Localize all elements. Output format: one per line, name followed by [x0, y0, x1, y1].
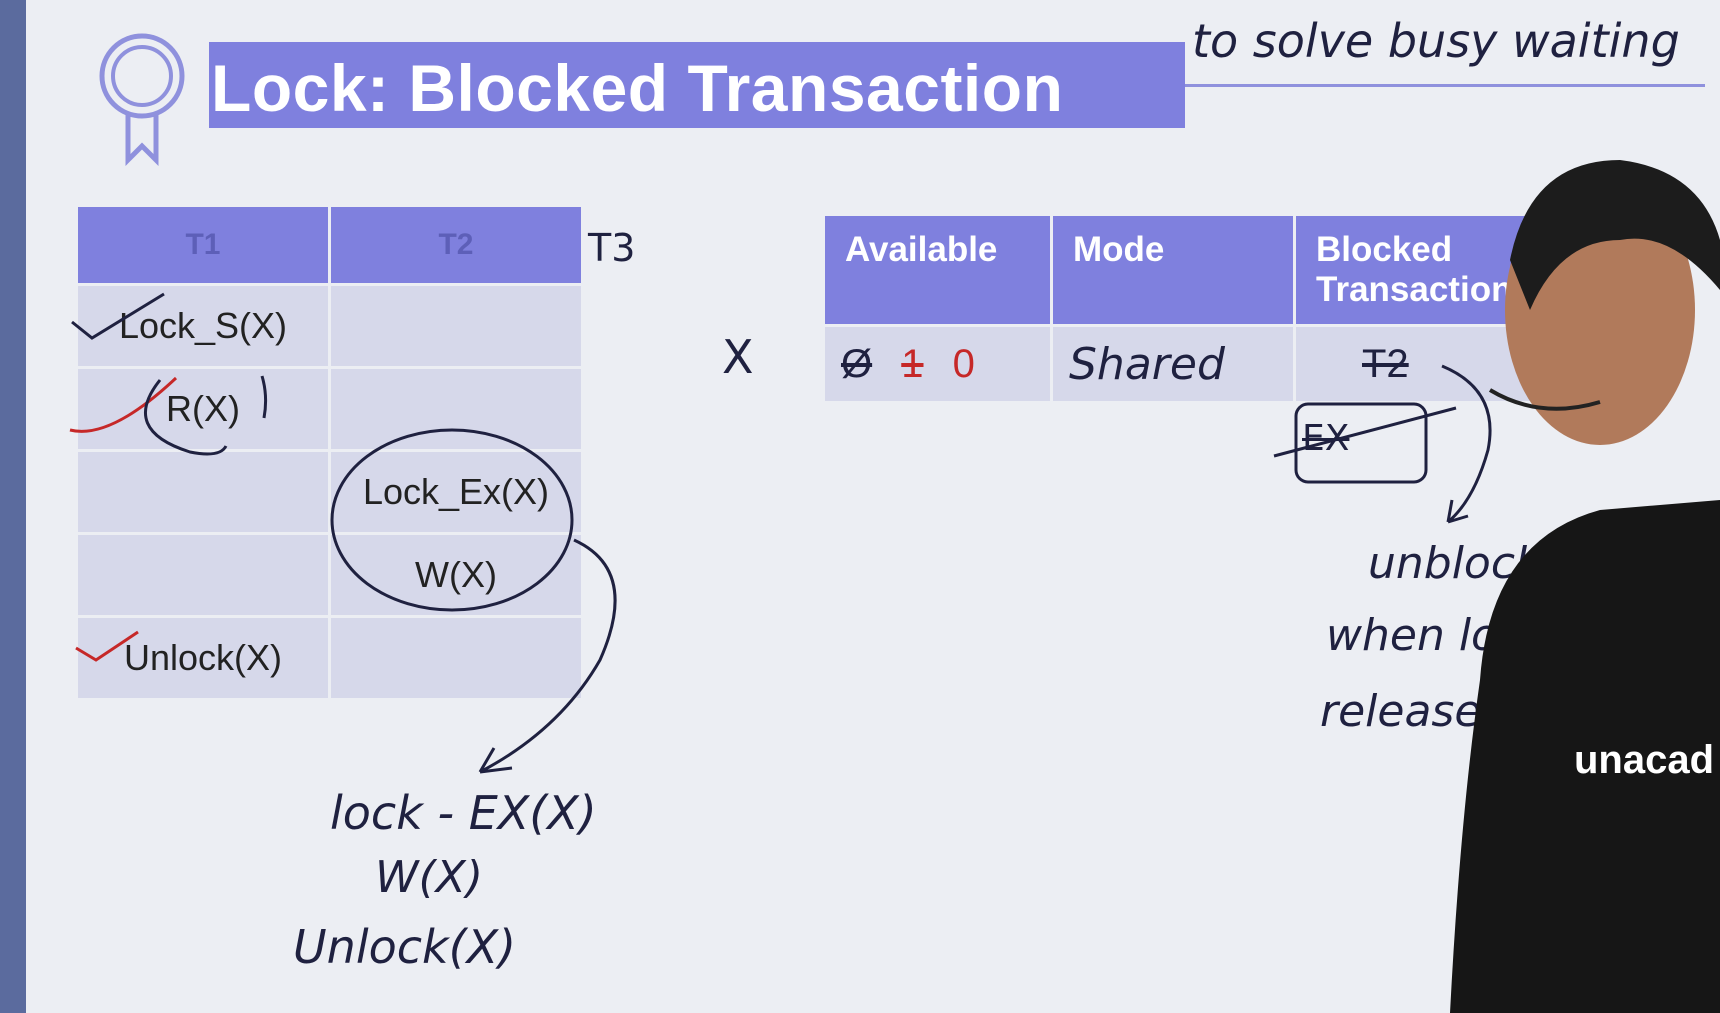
schedule-table: T1 T2 Lock_S(X) R(X) Lock_Ex(X) W(X) Unl… [75, 204, 584, 701]
cell-t2: Lock_Ex(X) [331, 452, 581, 532]
title-banner [209, 42, 1185, 128]
table-row: Lock_S(X) [78, 286, 581, 366]
header-available: Available [825, 216, 1050, 324]
column-header-t1: T1 [78, 207, 328, 283]
blocked-mode: EX [1302, 418, 1350, 459]
blocked-value: T2 [1362, 341, 1409, 386]
presenter-figure [1450, 160, 1720, 1013]
lock-table: Available Mode Blocked Transaction Ø 1 0… [822, 213, 1599, 404]
table-row: Lock_Ex(X) [78, 452, 581, 532]
lock-header-row: Available Mode Blocked Transaction [825, 216, 1596, 324]
award-ribbon-icon [99, 33, 185, 167]
cell-t2 [331, 286, 581, 366]
left-edge [0, 0, 26, 1013]
table-row: Unlock(X) [78, 618, 581, 698]
cell-t2 [331, 618, 581, 698]
schedule-header-row: T1 T2 [78, 207, 581, 283]
brand-logo-text: unacad [1574, 738, 1715, 782]
cell-t1: Unlock(X) [78, 618, 328, 698]
table-row: Ø 1 0 Shared T2 [825, 327, 1596, 401]
title-underline [1185, 84, 1705, 87]
available-value-2: 0 [952, 341, 975, 386]
t3-line-2: W(X) [375, 852, 483, 903]
row-label-x: X [722, 330, 754, 384]
header-mode: Mode [1053, 216, 1293, 324]
cell-t1 [78, 535, 328, 615]
t3-line-3: Unlock(X) [293, 920, 517, 974]
mode-value: Shared [1069, 338, 1225, 390]
t3-column-note: T3 [588, 226, 636, 270]
table-row: W(X) [78, 535, 581, 615]
cell-t1: R(X) [78, 369, 328, 449]
cell-t1: Lock_S(X) [78, 286, 328, 366]
t3-line-1: lock - EX(X) [330, 786, 597, 840]
cell-t1 [78, 452, 328, 532]
cell-mode: Shared [1053, 327, 1293, 401]
cell-t2 [331, 369, 581, 449]
cell-available: Ø 1 0 [825, 327, 1050, 401]
available-value-1: 1 [901, 341, 924, 386]
cell-t2: W(X) [331, 535, 581, 615]
busy-waiting-note: to solve busy waiting [1192, 14, 1680, 68]
available-value-0: Ø [841, 341, 873, 386]
slide-title: Lock: Blocked Transaction [211, 51, 1064, 125]
table-row: R(X) [78, 369, 581, 449]
column-header-t2: T2 [331, 207, 581, 283]
